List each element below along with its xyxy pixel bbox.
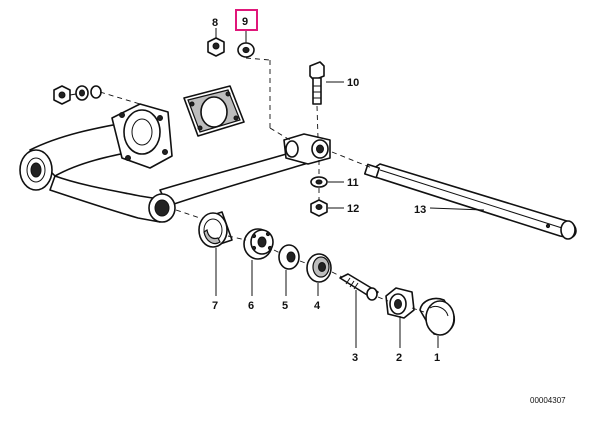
callout-5[interactable]: 5 [282,300,288,312]
assembly-lines [99,57,425,313]
callout-9-highlight-box [235,9,258,31]
stud-part-3 [339,273,379,301]
swing-arm [19,103,331,223]
callout-1[interactable]: 1 [434,352,440,364]
callout-4[interactable]: 4 [314,300,321,312]
bolt-part-10 [309,61,325,105]
callout-labels: 8 9 10 11 12 13 7 6 5 4 3 2 1 [212,9,440,364]
bushing-part-7 [198,211,233,248]
washer-part-9 [237,42,255,58]
cap-part-1 [419,297,456,336]
callout-3[interactable]: 3 [352,352,358,364]
callout-2[interactable]: 2 [396,352,402,364]
bearing-part-6 [243,228,274,260]
callout-11[interactable]: 11 [347,177,359,189]
nut-part-12 [310,199,328,217]
callout-7[interactable]: 7 [212,300,218,312]
callout-13[interactable]: 13 [414,204,426,216]
gasket-plate [183,85,245,137]
callout-6[interactable]: 6 [248,300,254,312]
left-nut-and-washer [53,85,102,105]
callout-12[interactable]: 12 [347,203,359,215]
callout-9[interactable]: 9 [242,16,248,28]
washer-part-5 [278,244,300,270]
nut-part-8 [207,37,225,57]
axle-part-13 [363,163,577,240]
washer-part-11 [310,176,328,188]
seal-part-4 [306,253,332,283]
nut-part-2 [385,287,415,319]
diagram-reference-number: 00004307 [530,396,566,405]
callout-10[interactable]: 10 [347,77,359,89]
callout-8[interactable]: 8 [212,17,218,29]
leader-lines [215,28,485,348]
